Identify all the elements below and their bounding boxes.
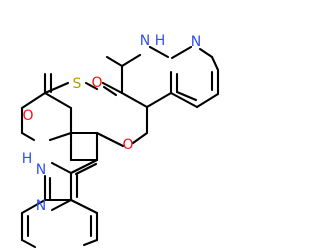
atom-h-top: H xyxy=(155,33,166,49)
atom-o-bridge: O xyxy=(122,137,133,153)
atom-o-bottom: O xyxy=(22,108,33,124)
atom-n-bottom-ring: N xyxy=(36,198,46,214)
atom-s-bridge: S xyxy=(73,76,82,92)
atom-labels: N H N O S O O H N N xyxy=(22,33,202,214)
bonds xyxy=(20,45,220,249)
atom-o-top: O xyxy=(91,75,102,91)
atom-h-bottom: H xyxy=(22,151,33,167)
atom-n-top-ring: N xyxy=(191,34,201,50)
atom-n-bottom: N xyxy=(36,162,46,178)
molecule-structure: N H N O S O O H N N xyxy=(20,33,220,249)
atom-n-top: N xyxy=(140,33,150,49)
